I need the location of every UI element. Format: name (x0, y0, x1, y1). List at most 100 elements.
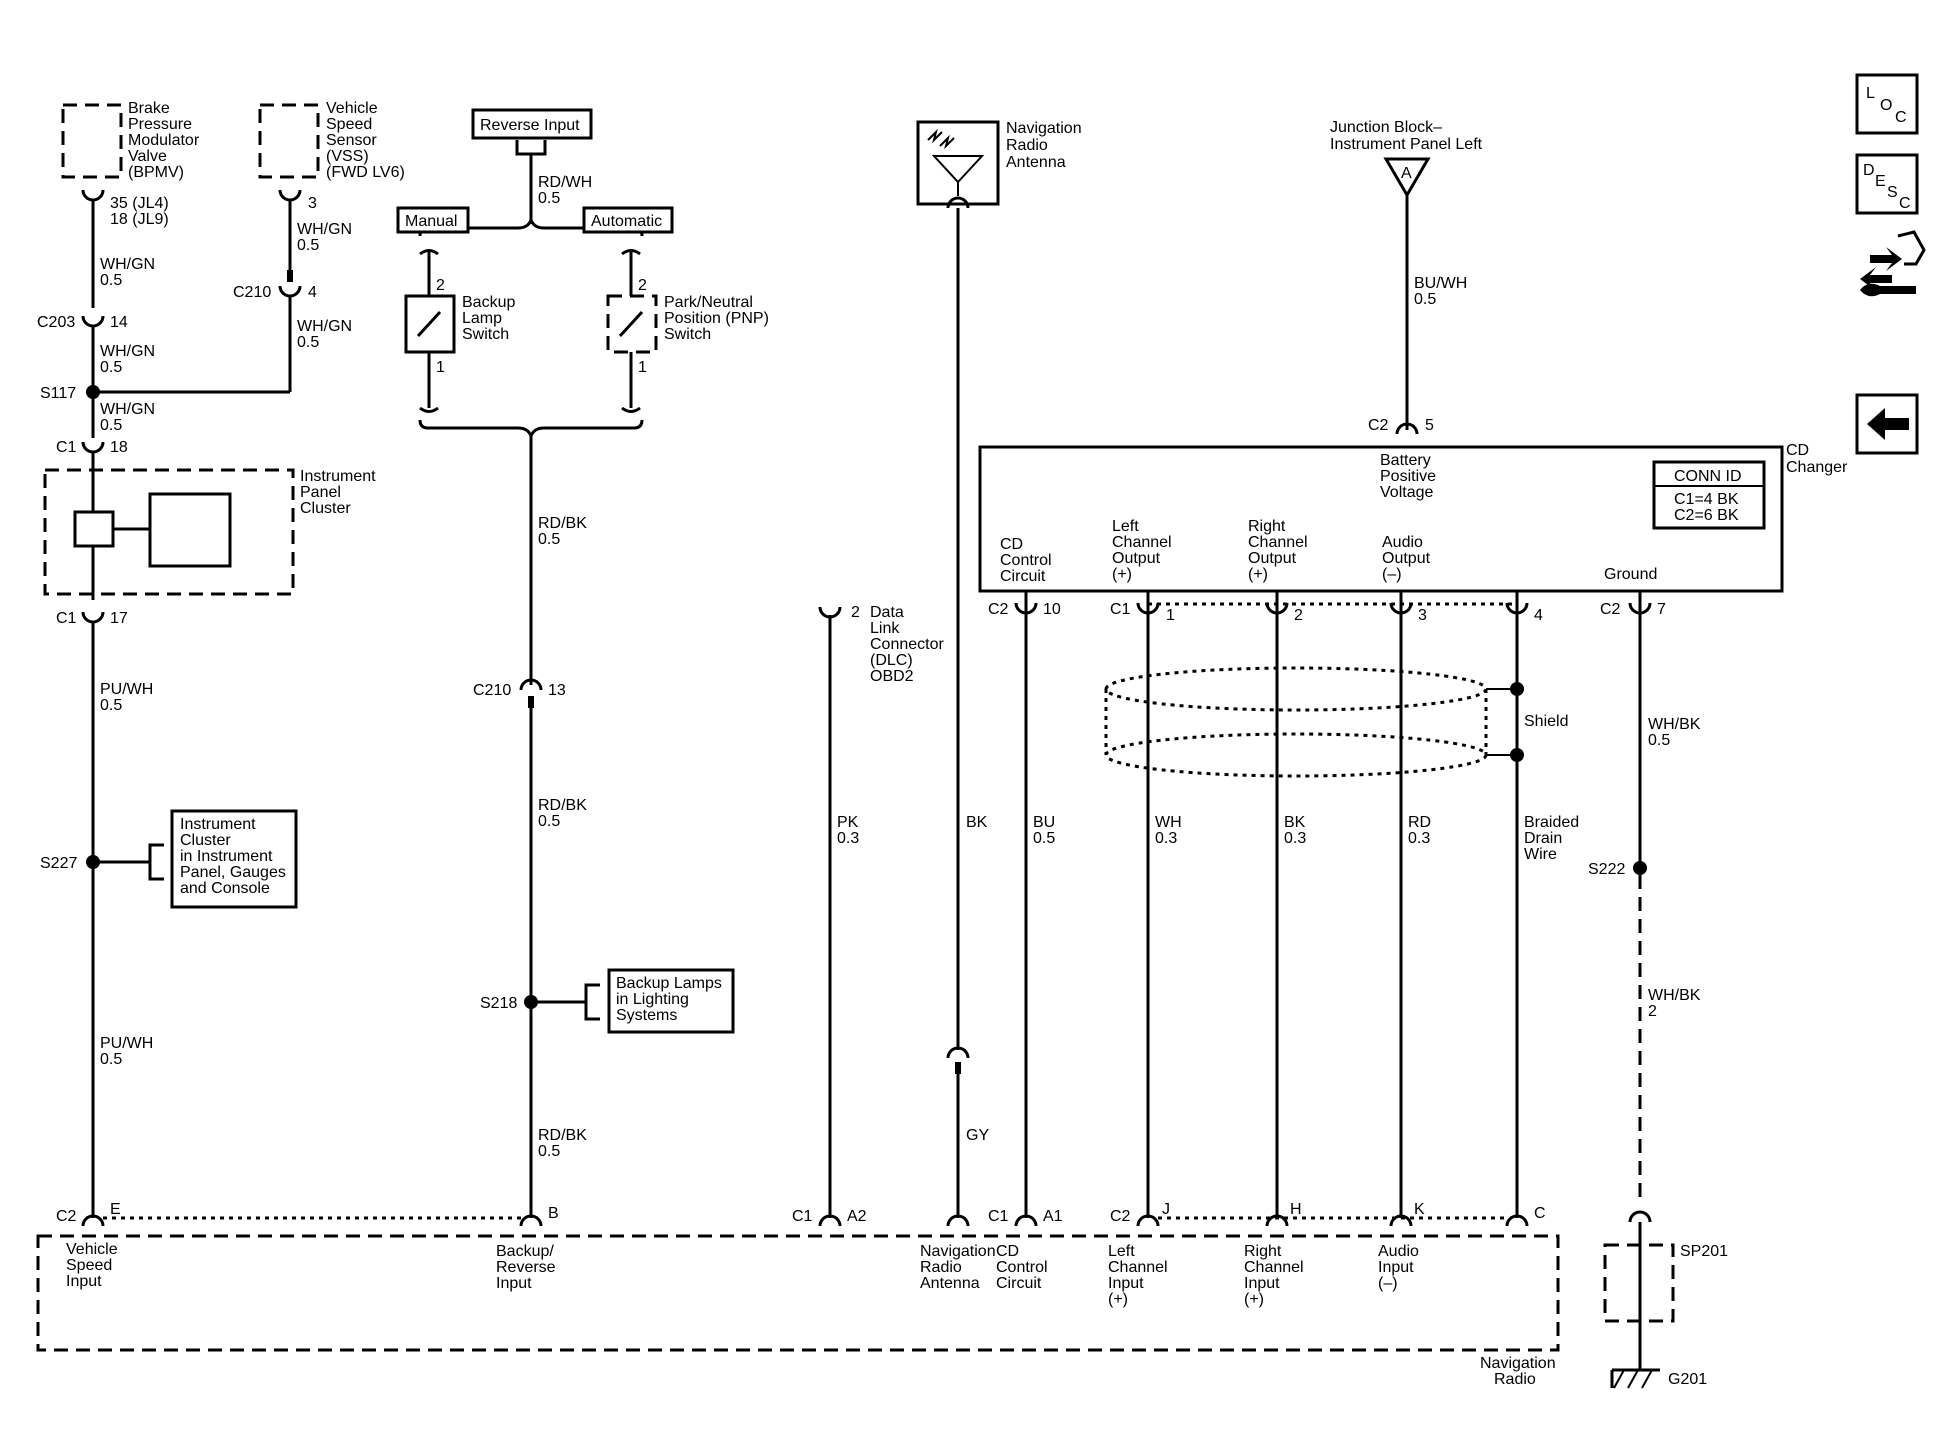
sw-pin-1: 1 (638, 359, 647, 376)
radio-backup-1: Backup/ (496, 1243, 554, 1260)
ic-ref-5: and Console (180, 880, 270, 897)
backup-lamps-ref-2: in Lighting (616, 991, 689, 1008)
bpmv-component: Brake Pressure Modulator Valve (BPMV) (61, 100, 200, 181)
wire-label: PK (837, 814, 859, 831)
drain-label-3: Wire (1524, 846, 1557, 863)
radio-pin-e: E (110, 1201, 121, 1218)
vss-label-4: (VSS) (326, 148, 369, 165)
dlc-label-4: (DLC) (870, 652, 913, 669)
shield-label: Shield (1524, 713, 1568, 730)
radio-pin-a2: A2 (847, 1208, 867, 1225)
c2-label: C2 (1110, 1208, 1131, 1225)
pnp-switch-2: Position (PNP) (664, 310, 769, 327)
desc-letter-e: E (1875, 173, 1886, 190)
ipc-label-3: Cluster (300, 500, 351, 517)
shield: Shield (1104, 666, 1568, 778)
navigation-antenna: Navigation Radio Antenna (916, 120, 1082, 206)
right-out-1: Right (1248, 518, 1286, 535)
bpmv-label-1: Brake (128, 100, 170, 117)
dlc-label-2: Link (870, 620, 900, 637)
radio-left-2: Channel (1108, 1259, 1168, 1276)
wire-label: WH/GN (100, 343, 155, 360)
loc-letter-l: L (1866, 85, 1875, 102)
radio-pin-c: C (1534, 1205, 1546, 1222)
wire-label: WH/BK (1648, 716, 1701, 733)
wire-label: RD/BK (538, 1127, 587, 1144)
ic-reference-box[interactable]: Instrument Cluster in Instrument Panel, … (170, 809, 298, 909)
c2-label: C2 (988, 601, 1009, 618)
dlc-pin: 2 (851, 604, 860, 621)
manual-label: Manual (405, 213, 457, 230)
wire-label: BU/WH (1414, 275, 1467, 292)
audio-out-3: (–) (1382, 566, 1402, 583)
c210-pin: 4 (308, 284, 317, 301)
c203-label: C203 (37, 314, 75, 331)
desc-icon[interactable]: D E S C (1855, 153, 1919, 215)
wire-gauge: 0.5 (538, 190, 560, 207)
wire-label: WH/GN (297, 221, 352, 238)
pnp-switch: 2 1 Park/Neutral Position (PNP) Switch (606, 249, 769, 413)
battery-positive-1: Battery (1380, 452, 1431, 469)
loc-icon[interactable]: L O C (1855, 73, 1919, 135)
wire-gauge: 0.5 (1648, 732, 1670, 749)
ic-ref-1: Instrument (180, 816, 256, 833)
wire-gauge: 0.3 (1408, 830, 1430, 847)
s218-label: S218 (480, 995, 517, 1012)
radio-right-2: Channel (1244, 1259, 1304, 1276)
back-arrow-icon[interactable] (1855, 393, 1919, 455)
left-out-3: Output (1112, 550, 1161, 567)
vss-label-2: Speed (326, 116, 372, 133)
wire-gauge: 0.5 (1414, 291, 1436, 308)
desc-letter-s: S (1887, 184, 1898, 201)
conn-id-title: CONN ID (1674, 468, 1742, 485)
ic-ref-3: in Instrument (180, 848, 273, 865)
audio-out-2: Output (1382, 550, 1431, 567)
radio-cd-1: CD (996, 1243, 1019, 1260)
vss-label-3: Sensor (326, 132, 377, 149)
conn-id-c1: C1=4 BK (1674, 491, 1739, 508)
wire-gauge: 0.5 (100, 359, 122, 376)
right-out-3: Output (1248, 550, 1297, 567)
c1-label: C1 (792, 1208, 813, 1225)
wire-label: RD (1408, 814, 1431, 831)
right-out-4: (+) (1248, 566, 1268, 583)
wire-label: BK (966, 814, 988, 831)
navigation-radio: Navigation Radio (36, 1234, 1560, 1388)
wire-label: BK (1284, 814, 1306, 831)
wire-label: WH/GN (100, 401, 155, 418)
conn-id-c2: C2=6 BK (1674, 507, 1739, 524)
dlc-label-1: Data (870, 604, 904, 621)
reverse-input-box: Reverse Input (471, 108, 593, 140)
instrument-panel-cluster: Instrument Panel Cluster (43, 452, 376, 600)
wire-gauge: 0.5 (100, 697, 122, 714)
nav-radio-name-2: Radio (1494, 1371, 1536, 1388)
backup-lamps-reference-box[interactable]: Backup Lamps in Lighting Systems (607, 968, 735, 1034)
wire-label: BU (1033, 814, 1055, 831)
radio-pin-j: J (1162, 1201, 1170, 1218)
radio-pin-h: H (1290, 1201, 1302, 1218)
backup-switch-2: Lamp (462, 310, 502, 327)
bpmv-label-3: Modulator (128, 132, 200, 149)
radio-vs-3: Input (66, 1273, 102, 1290)
battery-positive-3: Voltage (1380, 484, 1433, 501)
bpmv-label-5: (BPMV) (128, 164, 184, 181)
radio-right-4: (+) (1244, 1291, 1264, 1308)
desc-letter-c: C (1899, 195, 1911, 212)
radio-backup-2: Reverse (496, 1259, 556, 1276)
c2-label: C2 (1600, 601, 1621, 618)
wire-gauge: 0.3 (1155, 830, 1177, 847)
cd-control-label-2: Control (1000, 552, 1052, 569)
radio-pin-k: K (1414, 1201, 1425, 1218)
loc-letter-o: O (1880, 97, 1892, 114)
c1-label: C1 (988, 1208, 1009, 1225)
left-out-4: (+) (1112, 566, 1132, 583)
wire-gauge: 0.5 (100, 1051, 122, 1068)
junction-block: A (1383, 157, 1431, 198)
wire-label: PU/WH (100, 1035, 153, 1052)
wire-label: WH (1155, 814, 1182, 831)
wire-gauge: 0.5 (100, 272, 122, 289)
radio-antenna-1: Navigation (920, 1243, 996, 1260)
radio-antenna-3: Antenna (920, 1275, 980, 1292)
connector-tool-icon[interactable] (1860, 230, 1926, 297)
